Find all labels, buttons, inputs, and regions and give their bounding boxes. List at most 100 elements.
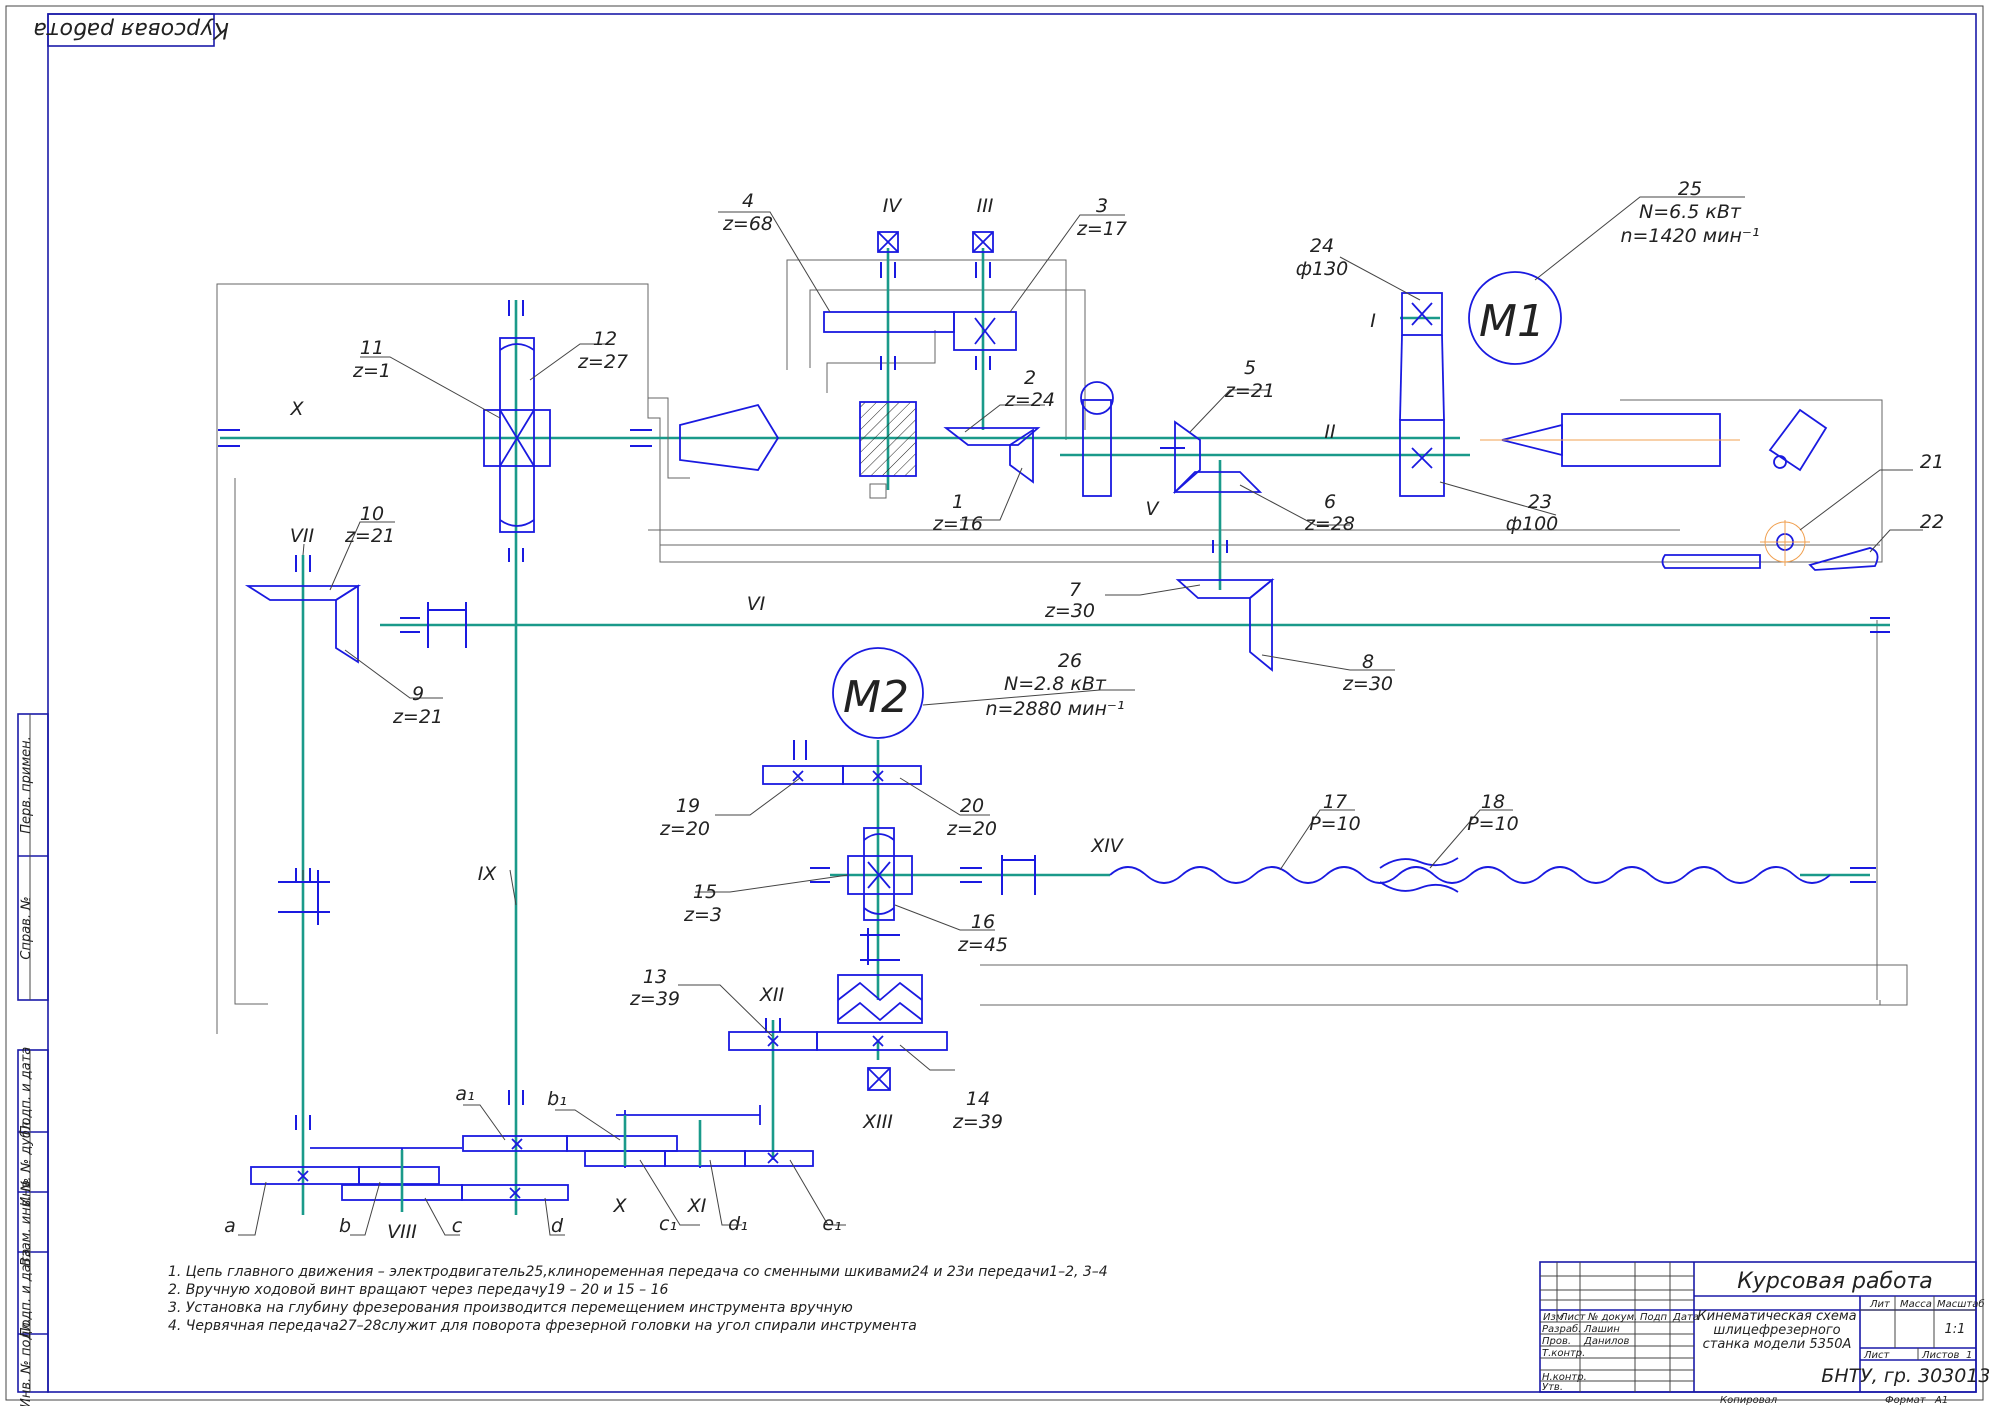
- side-stamp-text: Инв. № подл.: [19, 1318, 34, 1406]
- tb-listov: Листов: [1921, 1350, 1959, 1361]
- motor-m1: M1: [1468, 271, 1562, 365]
- shaft-label-II: II: [1324, 421, 1336, 443]
- callout-6-num: 6: [1324, 491, 1336, 513]
- tb-format: Формат: [1885, 1395, 1927, 1406]
- tb-col-list: Лист: [1559, 1312, 1587, 1323]
- side-stamp-text: Подп. и дата: [19, 1249, 34, 1338]
- tb-scale: 1:1: [1945, 1322, 1966, 1337]
- pulley-link: [1080, 381, 1114, 497]
- note-line: 1. Цепь главного движения – электродвига…: [168, 1264, 1108, 1280]
- tb-col-data: Дата: [1672, 1312, 1699, 1323]
- callout-7-num: 7: [1069, 579, 1081, 601]
- corner-stamp-text: Курсовая работа: [33, 17, 229, 42]
- callout-24-num: 24: [1310, 235, 1334, 257]
- tb-role: Т.контр.: [1542, 1348, 1585, 1359]
- tb-col-izm: Изм: [1543, 1312, 1564, 1323]
- gear-label-d1: d₁: [728, 1213, 748, 1235]
- worm-gear-11-12: [483, 337, 551, 533]
- callout-25-num: 25: [1678, 178, 1702, 200]
- callout-19-num: 19: [676, 795, 700, 817]
- tb-role: Разраб.: [1542, 1323, 1581, 1335]
- bevel-gears-7-8: [1175, 578, 1275, 672]
- leader-lines: [238, 196, 1923, 1236]
- callout-13-num: 13: [643, 966, 667, 988]
- callout-7-val: z=30: [1044, 600, 1095, 622]
- callout-labels: 25 N=6.5 кВт n=1420 мин⁻¹ 24 ф130 23 ф10…: [344, 178, 1944, 1133]
- tb-format-value: А1: [1934, 1395, 1948, 1406]
- housing-outlines: [216, 259, 1908, 1034]
- shaft-label-VI: VI: [747, 593, 766, 615]
- tb-doc-line: станка модели 5350А: [1703, 1337, 1852, 1352]
- change-gears: [250, 1105, 814, 1210]
- notes: 1. Цепь главного движения – электродвига…: [168, 1264, 1108, 1334]
- motor-m2: M2: [832, 647, 924, 739]
- callout-14-num: 14: [966, 1088, 990, 1110]
- tb-listov-value: 1: [1966, 1350, 1972, 1361]
- gear-label-b: b: [339, 1215, 351, 1237]
- callout-23-val: ф100: [1506, 513, 1559, 535]
- callout-15-num: 15: [693, 881, 717, 903]
- callout-16-num: 16: [971, 911, 995, 933]
- callout-9-num: 9: [412, 683, 424, 705]
- callout-18-val: P=10: [1467, 813, 1519, 835]
- gears-13-14: [728, 1031, 948, 1091]
- shaft-label-VII: VII: [290, 525, 315, 547]
- callout-23-num: 23: [1528, 491, 1552, 513]
- tb-doc-line: шлицефрезерного: [1713, 1323, 1840, 1338]
- tb-kopiroval: Копировал: [1720, 1395, 1778, 1406]
- shaft-label-I: I: [1370, 310, 1376, 332]
- callout-15-val: z=3: [683, 904, 722, 926]
- shaft-label-V: V: [1146, 498, 1161, 520]
- callout-12-num: 12: [593, 328, 617, 350]
- chevron-clutch: [837, 974, 923, 1024]
- drawing-frame: Курсовая работа: [5, 5, 1984, 1401]
- shaft-label-XIII: XIII: [862, 1111, 893, 1133]
- callout-8-val: z=30: [1342, 673, 1393, 695]
- shaft-label-IX: IX: [478, 863, 498, 885]
- tb-org: БНТУ, гр. 30301312: [1821, 1365, 1989, 1387]
- side-stamp-text: Инв. № дубл.: [19, 1118, 34, 1207]
- gear-label-d: d: [551, 1215, 564, 1237]
- note-line: 2. Вручную ходовой винт вращают через пе…: [168, 1282, 668, 1298]
- gear-label-e1: e₁: [822, 1213, 841, 1235]
- side-stamp-text: Подп. и дата: [19, 1047, 34, 1136]
- tb-masshtab: Масштаб: [1937, 1298, 1985, 1310]
- gear-label-b1: b₁: [547, 1088, 567, 1110]
- callout-4-val: z=68: [722, 213, 773, 235]
- gears-3-4: [823, 231, 1017, 351]
- title-block: Изм Лист № докум. Подп Дата Разраб. Пров…: [1539, 1261, 1989, 1406]
- callout-17-val: P=10: [1309, 813, 1361, 835]
- couplings: [278, 602, 1036, 965]
- callout-2-num: 2: [1024, 367, 1036, 389]
- tb-massa: Масса: [1900, 1299, 1932, 1310]
- side-stamp-text: Взам. инв. №: [19, 1178, 34, 1266]
- tb-name: Лашин: [1583, 1324, 1620, 1335]
- motor-m2-label: M2: [843, 672, 909, 723]
- spindle-cutter: [648, 397, 780, 479]
- gears-19-20: [762, 765, 922, 785]
- tb-list: Лист: [1863, 1350, 1891, 1361]
- callout-5-val: z=21: [1224, 380, 1275, 402]
- callout-3-val: z=17: [1076, 218, 1127, 240]
- shaft-label-XI: XI: [687, 1195, 707, 1217]
- cam-lever: [1661, 408, 1879, 571]
- tb-doc-line: Кинематическая схема: [1697, 1309, 1856, 1324]
- bevel-gears-5-6: [1172, 420, 1263, 494]
- shaft-label-X-lower: X: [612, 1195, 627, 1217]
- tb-col-podp: Подп: [1640, 1312, 1668, 1323]
- callout-1-num: 1: [952, 491, 964, 513]
- lead-screw: [1109, 857, 1831, 893]
- note-line: 3. Установка на глубину фрезерования про…: [168, 1300, 853, 1316]
- tb-lit: Лит: [1869, 1299, 1891, 1310]
- callout-25-speed: n=1420 мин⁻¹: [1620, 225, 1759, 247]
- callout-20-val: z=20: [946, 818, 997, 840]
- callout-8-num: 8: [1362, 651, 1374, 673]
- tb-role: Н.контр.: [1542, 1372, 1587, 1383]
- change-gear-labels: a b c d a₁ b₁ c₁ d₁ e₁: [224, 1083, 841, 1237]
- side-stamp: Перв. примен. Справ. № Подп. и дата Инв.…: [17, 713, 49, 1406]
- hatched-block: [859, 401, 917, 499]
- tb-role: Утв.: [1542, 1382, 1563, 1393]
- callout-1-val: z=16: [932, 513, 983, 535]
- side-stamp-text: Справ. №: [19, 896, 34, 959]
- gear-label-c: c: [452, 1215, 463, 1237]
